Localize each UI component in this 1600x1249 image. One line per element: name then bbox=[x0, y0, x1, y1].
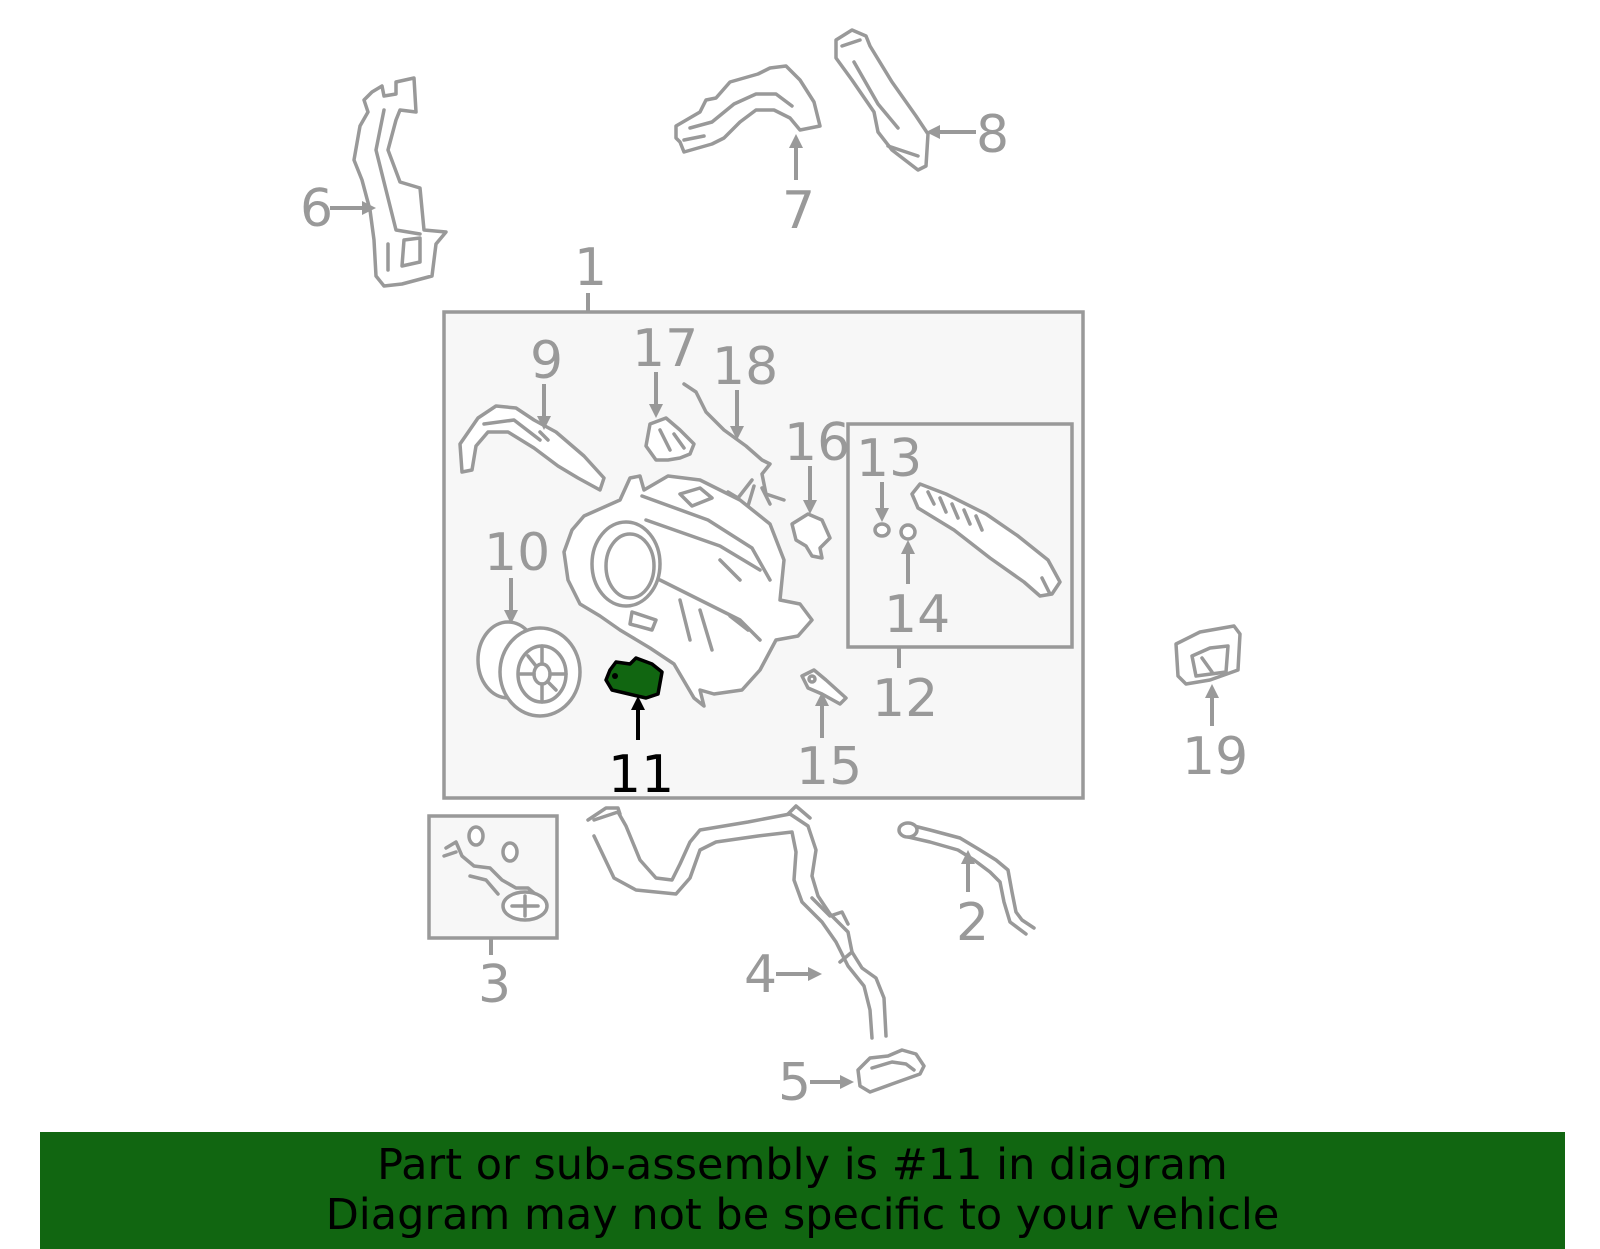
callout-9: 9 bbox=[530, 331, 563, 391]
callout-4: 4 bbox=[744, 945, 777, 1005]
part-12-evaporator[interactable] bbox=[910, 482, 1062, 598]
banner-line-2: Diagram may not be specific to your vehi… bbox=[325, 1190, 1280, 1240]
callout-7: 7 bbox=[782, 181, 815, 241]
part-9-bracket[interactable] bbox=[458, 404, 606, 492]
part-18-harness[interactable] bbox=[682, 382, 786, 508]
callout-16: 16 bbox=[784, 413, 850, 473]
part-2-tube[interactable] bbox=[897, 821, 1036, 936]
callout-15: 15 bbox=[796, 737, 862, 797]
callout-6: 6 bbox=[300, 179, 333, 239]
callout-10: 10 bbox=[484, 523, 550, 583]
part-7-duct[interactable] bbox=[674, 64, 822, 154]
part-10-blower-motor[interactable] bbox=[476, 620, 582, 718]
part-3-hose-kit[interactable] bbox=[442, 825, 549, 922]
part-info-banner: Part or sub-assembly is #11 in diagram D… bbox=[40, 1132, 1565, 1249]
part-4-tubes[interactable] bbox=[586, 804, 888, 1040]
callout-3: 3 bbox=[478, 955, 511, 1015]
part-6-duct[interactable] bbox=[352, 76, 448, 288]
part-11-resistor[interactable] bbox=[604, 656, 664, 700]
part-8-duct[interactable] bbox=[834, 28, 930, 172]
part-15-clip[interactable] bbox=[800, 668, 848, 706]
part-19-switch[interactable] bbox=[1174, 624, 1242, 686]
callout-14: 14 bbox=[884, 585, 950, 645]
subassembly-box-3 bbox=[427, 814, 559, 940]
callout-19: 19 bbox=[1182, 727, 1248, 787]
banner-line-1: Part or sub-assembly is #11 in diagram bbox=[377, 1140, 1228, 1190]
part-1-housing[interactable] bbox=[562, 474, 814, 708]
part-14-seal[interactable] bbox=[899, 523, 917, 541]
callout-1: 1 bbox=[574, 238, 607, 298]
callout-12: 12 bbox=[872, 669, 938, 729]
callout-2: 2 bbox=[956, 893, 989, 953]
part-16-connector[interactable] bbox=[790, 512, 832, 560]
callout-17: 17 bbox=[632, 319, 698, 379]
callout-13: 13 bbox=[856, 429, 922, 489]
part-17-clip[interactable] bbox=[644, 416, 696, 462]
callout-18: 18 bbox=[712, 337, 778, 397]
callout-5: 5 bbox=[778, 1053, 811, 1113]
part-5-bracket[interactable] bbox=[856, 1048, 926, 1094]
callout-8: 8 bbox=[976, 105, 1009, 165]
callout-11: 11 bbox=[608, 745, 674, 805]
part-13-seal[interactable] bbox=[873, 522, 891, 538]
